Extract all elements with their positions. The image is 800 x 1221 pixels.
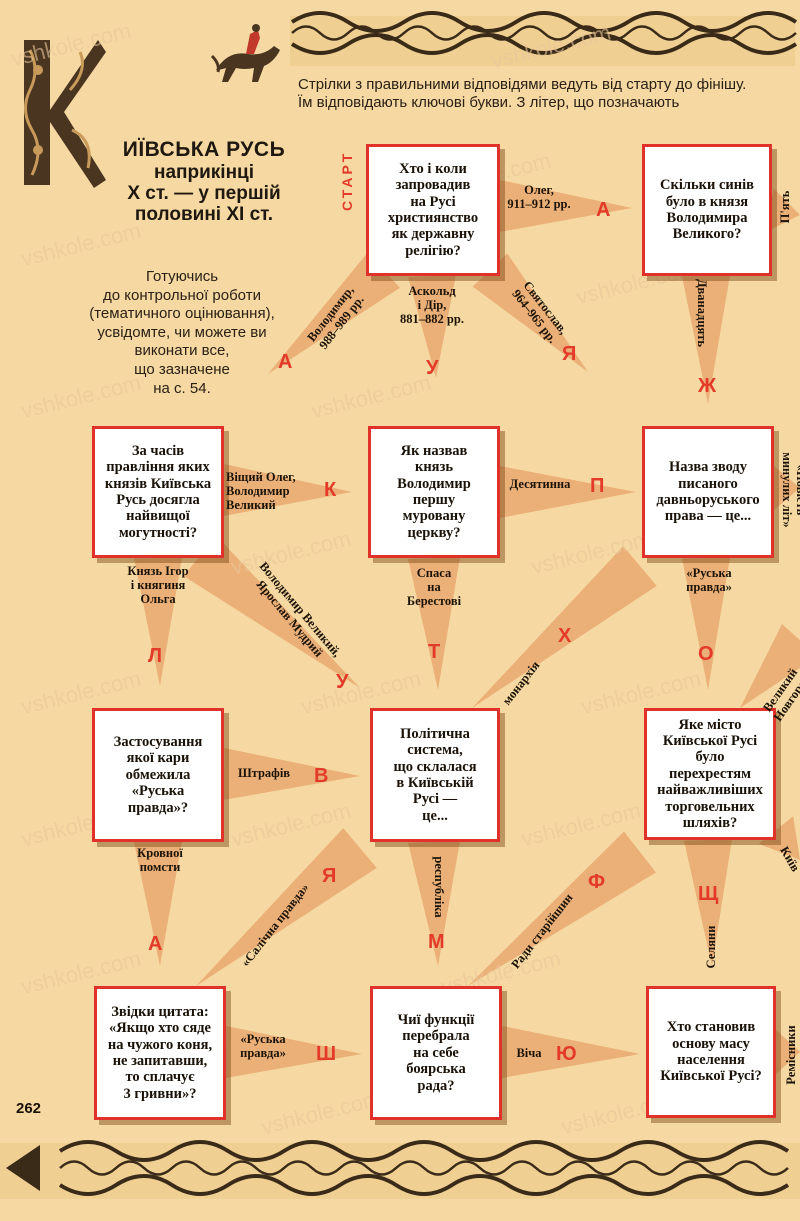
answer-arrow [268,252,401,374]
answer-arrow [183,535,360,688]
answer-arrow [223,464,352,516]
question-box: Скільки синів було в князя Володимира Ве… [642,144,772,276]
answer-arrow [472,546,657,708]
title-line-2: наприкінці [153,161,255,183]
answer-arrow [408,557,460,690]
answer-label: Штрафів [237,766,291,780]
question-box: Хто і коли запровадив на Русі християнст… [366,144,500,276]
answer-label: Десятинна [509,477,571,491]
key-letter: О [698,643,714,665]
answer-arrow [225,1026,362,1078]
key-letter: Щ [698,883,719,905]
answer-arrow [134,841,182,966]
answer-arrow [776,1030,800,1074]
answer-arrow [500,466,636,518]
question-box: Чиї функції перебрала на себе боярська р… [370,986,502,1120]
question-box: Як назвав князь Володимир першу муровану… [368,426,500,558]
answer-label: Аскольд і Дір, 881–882 рр. [400,284,464,326]
key-letter: А [278,351,293,373]
key-letter: Я [562,343,577,365]
question-box: За часів правління яких князів Київська … [92,426,224,558]
answer-label: Спаса на Берестові [406,566,462,608]
answer-label: П'ять [778,190,792,224]
top-ornament-border [290,11,798,66]
key-letter: Ю [556,1043,577,1065]
title-line-4: половині ХІ ст. [134,204,274,226]
key-letter: Ж [698,375,717,397]
key-letter: Т [428,641,441,663]
answer-arrow [223,748,360,800]
answer-label: Дванадцять [695,278,709,348]
answer-label: Селяни [704,925,718,969]
answer-label: Ремісники [784,1025,798,1085]
answer-arrow [408,275,456,378]
answer-label: «Руська правда» [686,566,732,594]
horse-rider-emblem-icon [210,24,280,82]
start-label: СТАРТ [339,150,355,212]
question-box: Звідки цитата: «Якщо хто сяде на чужого … [94,986,226,1120]
key-letter: М [428,931,445,953]
preparation-note: Готуючись до контрольної роботи (тематич… [89,268,275,397]
page-number: 262 [16,1100,42,1117]
key-letter: У [336,671,349,693]
bottom-ornament-border [0,1140,800,1199]
answer-label: республіка [432,856,446,918]
answer-arrow [682,275,730,404]
answer-arrow [758,816,800,860]
answer-arrow [774,466,800,510]
answer-arrow [740,624,800,708]
ornamental-initial-k-icon [24,40,106,188]
answer-arrow [134,557,182,686]
answer-label: «Повість минулих літ» [780,452,800,528]
key-letter: Х [558,625,572,647]
answer-arrow [682,557,730,690]
key-letter: Ф [588,871,606,893]
key-letter: Ш [316,1043,337,1065]
page-title: иївська Русь наприкінці Х ст. — у першій… [104,138,304,225]
answer-arrow [408,841,460,966]
key-letter: А [148,933,163,955]
answer-arrow [472,253,588,372]
answer-label: «Руська правда» [240,1032,286,1060]
question-box: Яке місто Київської Русі було перехрестя… [644,708,776,840]
intro-text: Стрілки з правильними відповідями ведуть… [298,76,747,112]
question-box: Політична система, що склалася в Київськ… [370,708,500,842]
question-box: Хто становив основу масу населення Київс… [646,986,776,1118]
answer-arrow [684,839,732,966]
key-letter: К [324,479,337,501]
answer-label: Віча [516,1046,542,1060]
key-letter: А [596,199,611,221]
question-box: Назва зводу писаного давньоруського прав… [642,426,774,558]
answer-arrow [766,188,800,232]
key-letter: В [314,765,329,787]
answer-arrow [196,828,377,986]
key-letter: Л [148,645,163,667]
key-letter: П [590,475,605,497]
answer-arrow [468,831,656,986]
question-box: Застосування якої кари обмежила «Руська … [92,708,224,842]
title-line-1: иївська Русь [122,138,286,161]
answer-label: Князь Ігор і княгиня Ольга [127,564,189,606]
key-letter: У [426,357,439,379]
answer-arrow [501,1026,640,1078]
answer-label: Віщий Олег, Володимир Великий [226,470,296,512]
answer-label: Кровної помсти [137,846,183,874]
title-line-3: Х ст. — у першій [127,182,281,204]
answer-label: Олег, 911–912 рр. [507,183,571,211]
key-letter: Я [322,865,337,887]
answer-arrow [499,180,632,232]
